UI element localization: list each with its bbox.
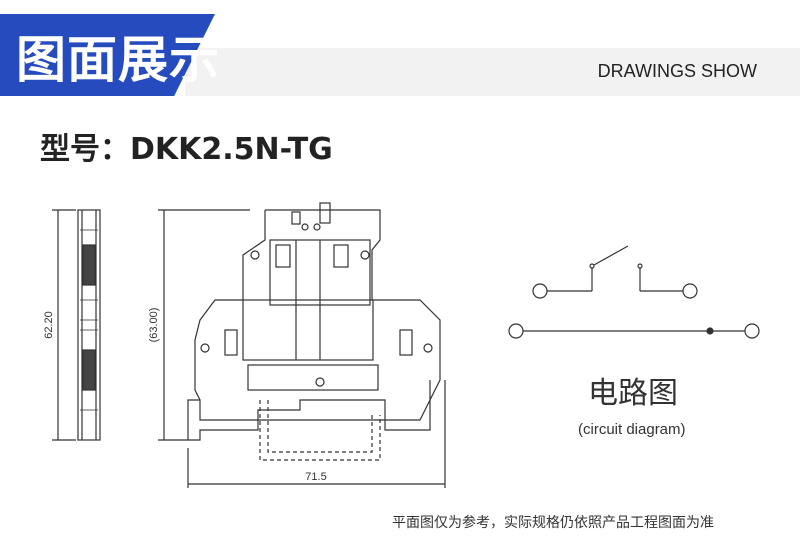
circuit-diagram [508, 245, 760, 339]
circuit-title: 电路图 [588, 376, 678, 411]
model-label: 型号：DKK2.5N-TG [40, 132, 333, 167]
page-subtitle: DRAWINGS SHOW [597, 61, 757, 81]
dim-side-height: 62.20 [43, 311, 55, 339]
page-title: 图面展示 [16, 31, 220, 89]
header-banner [0, 14, 215, 96]
front-view [158, 202, 446, 488]
circuit-subtitle: (circuit diagram) [578, 421, 686, 438]
header-band [185, 48, 800, 96]
dim-front-height: (63.00) [148, 308, 160, 343]
side-view [52, 209, 101, 441]
dim-width: 71.5 [305, 471, 326, 483]
footer-note: 平面图仅为参考，实际规格仍依照产品工程图面为准 [392, 515, 714, 531]
